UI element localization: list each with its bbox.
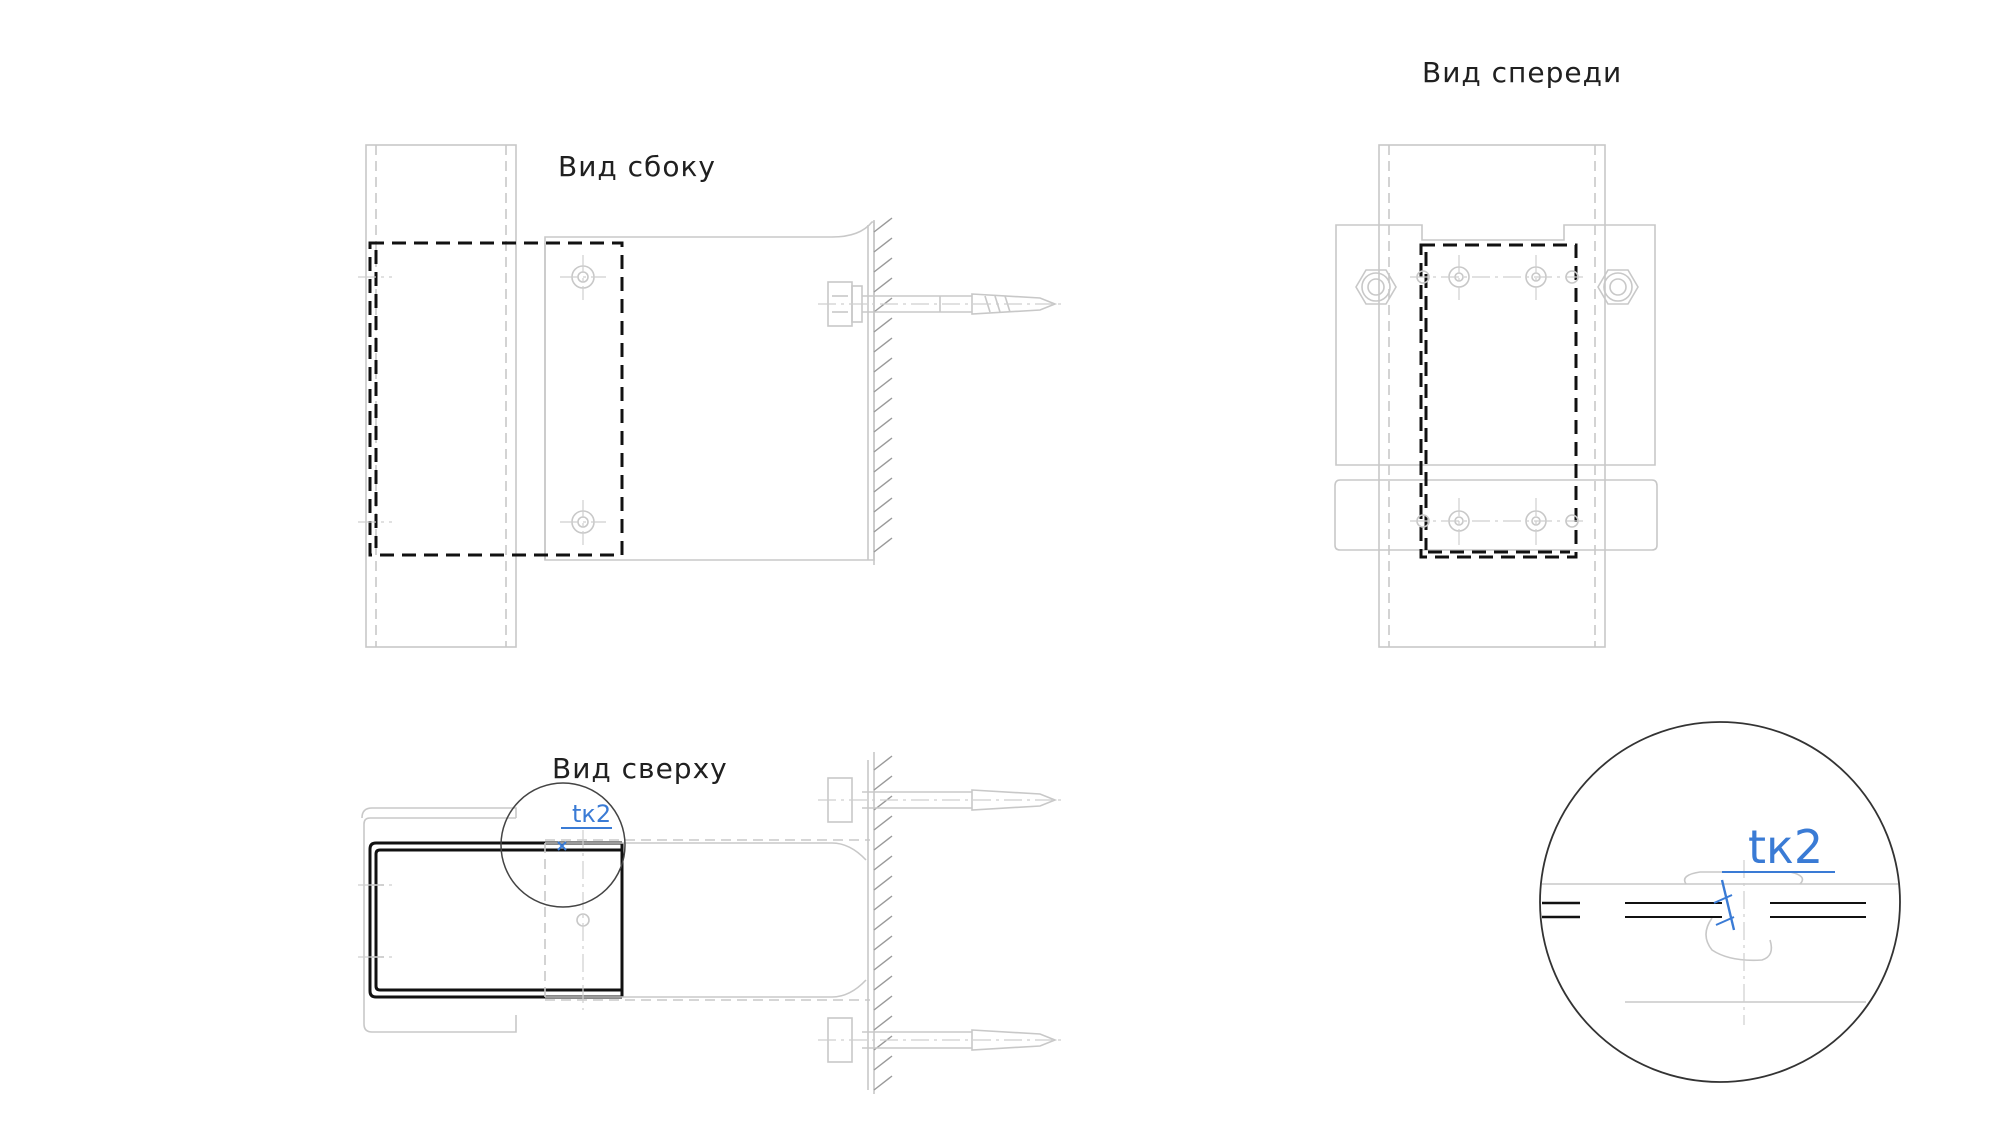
top-detail-circle xyxy=(500,782,626,908)
side-view-title: Вид сбоку xyxy=(558,150,716,183)
side-column xyxy=(365,144,517,648)
weld-tag-small: tк2 xyxy=(572,800,612,828)
side-bolt-top xyxy=(560,255,606,300)
top-clamp xyxy=(368,841,622,999)
front-anchor-nut-right xyxy=(1597,269,1639,305)
side-wall-hatch xyxy=(873,217,893,553)
front-column xyxy=(1378,144,1606,648)
front-bracket-upper xyxy=(1335,224,1656,466)
top-wall-hatch xyxy=(873,755,893,1091)
side-bolt-bottom xyxy=(560,500,606,545)
top-anchor-bolt-lower xyxy=(818,1017,1062,1063)
front-bolts xyxy=(1410,255,1585,545)
top-anchor-bolt-upper xyxy=(818,777,1062,823)
side-view xyxy=(358,144,1062,648)
top-view xyxy=(358,752,1062,1094)
front-clamp-outline xyxy=(1419,243,1578,559)
detail-view xyxy=(1539,721,1901,1083)
front-bracket-lower xyxy=(1334,479,1658,551)
front-view xyxy=(1334,144,1658,648)
detail-circle xyxy=(1539,721,1901,1083)
front-anchor-nut-left xyxy=(1355,269,1397,305)
front-view-title: Вид спереди xyxy=(1422,56,1623,89)
top-view-title: Вид сверху xyxy=(552,752,728,785)
top-bracket-arms xyxy=(545,842,867,998)
side-anchor-bolt xyxy=(818,281,1062,327)
weld-tag-detail: tк2 xyxy=(1748,820,1824,874)
side-bracket xyxy=(544,221,875,561)
side-clamp-outline xyxy=(368,241,624,557)
top-outer-profile xyxy=(363,817,517,1033)
